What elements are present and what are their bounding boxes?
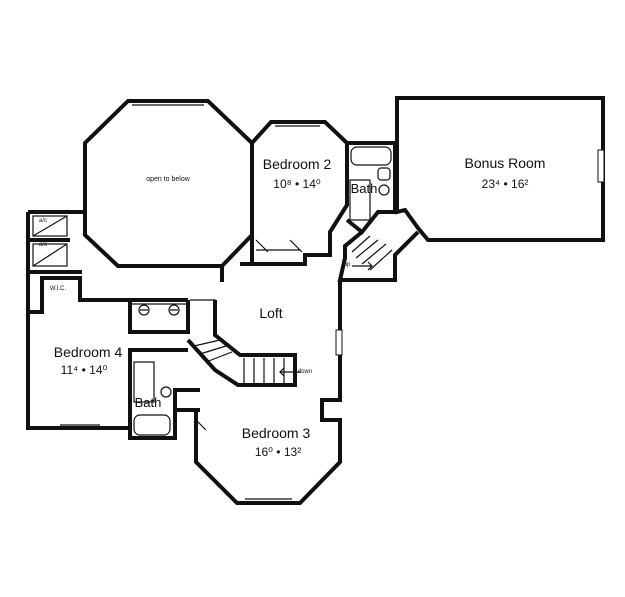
lower-bath-tile <box>133 361 155 403</box>
ac-unit-2 <box>32 243 68 267</box>
bonus-window <box>597 149 605 183</box>
upper-bath-tile <box>349 179 371 221</box>
label-bedroom2-name: Bedroom 2 <box>262 156 332 172</box>
bedroom2-outline <box>250 120 349 266</box>
label-down: down <box>297 369 313 375</box>
label-ac-1: a/c <box>38 218 48 224</box>
label-bedroom3-dim: 16⁰ • 13² <box>254 445 302 459</box>
upper-stair-outline <box>337 230 420 282</box>
octagon-windows <box>89 104 248 141</box>
open-to-below-outline <box>83 99 254 268</box>
label-ac-2: a/c <box>38 242 48 248</box>
upper-sink <box>377 167 391 181</box>
lower-tub <box>133 414 171 436</box>
bedroom3-door <box>195 419 207 431</box>
up-arrow <box>352 261 373 271</box>
loft-window <box>335 329 343 356</box>
bonus-room-outline <box>395 96 605 242</box>
stair-rail <box>190 299 216 335</box>
bedroom3-outline <box>194 410 342 505</box>
label-bedroom2-dim: 10⁸ • 14⁰ <box>273 177 321 191</box>
sink-a <box>138 304 150 316</box>
label-up: up <box>343 262 351 268</box>
ac-unit-1 <box>32 215 68 237</box>
label-loft: Loft <box>259 305 283 321</box>
label-bedroom4-name: Bedroom 4 <box>53 344 123 360</box>
upper-stair-treads <box>349 231 393 271</box>
label-open-to-below: open to below <box>146 176 190 183</box>
main-stair-treads <box>193 339 285 383</box>
label-bonus-name: Bonus Room <box>464 155 546 171</box>
main-stair-outline <box>186 300 297 387</box>
lower-toilet <box>160 386 172 398</box>
upper-tub <box>350 146 392 166</box>
upper-toilet <box>378 184 390 196</box>
label-bedroom3-name: Bedroom 3 <box>241 425 311 441</box>
vanity <box>132 303 186 311</box>
loft-partition <box>128 300 190 334</box>
label-wic: W.I.C. <box>49 286 67 292</box>
upper-bath-outline <box>345 141 397 235</box>
loft-top-wall <box>108 262 305 302</box>
label-bonus-dim: 23⁴ • 16² <box>481 177 529 191</box>
label-bath-upper: Bath <box>350 181 378 196</box>
label-bedroom4-dim: 11⁴ • 14⁰ <box>60 363 108 377</box>
bedroom2-closet <box>255 239 303 253</box>
down-arrow <box>279 367 300 377</box>
lower-bath-outline <box>128 350 200 440</box>
sink-b <box>168 304 180 316</box>
label-bath-lower: Bath <box>134 395 162 410</box>
loft-outline <box>320 280 342 460</box>
